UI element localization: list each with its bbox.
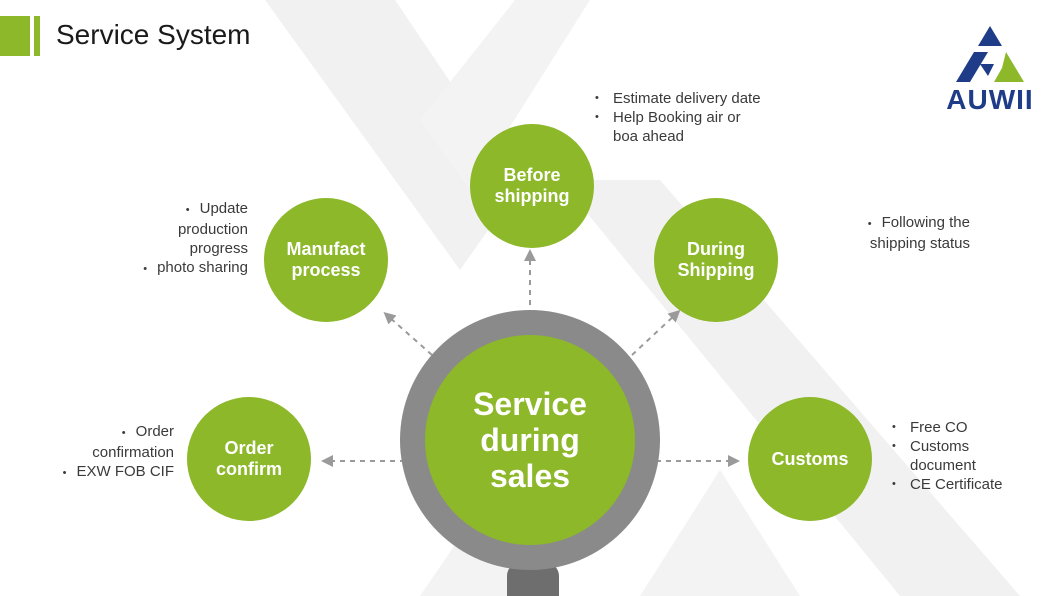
note-item: shipping status [869,235,970,252]
header-accent-bar [0,16,30,56]
note-item: Estimate delivery date [595,89,795,108]
note-item: •Update [185,200,248,217]
note-item: Free CO [892,418,1042,437]
note-item: •Following the [867,214,970,231]
node-before-shipping: Before shipping [470,124,594,248]
node-customs: Customs [748,397,872,521]
note-item: progress [189,240,248,257]
header-accent-stripe [34,16,40,56]
notes-during-shipping: •Following the shipping status [820,213,970,253]
note-item: •EXW FOB CIF [62,463,174,480]
logo-wordmark: AUWII [946,84,1034,115]
notes-order-confirm: •Order confirmation •EXW FOB CIF [60,422,174,483]
arrow-during-shipping [631,309,681,356]
note-item: CE Certificate [892,475,1042,494]
center-node: Service during sales [425,335,635,545]
auwii-triangle-logo-icon [956,26,1024,82]
notes-before-shipping: Estimate delivery date Help Booking air … [595,89,795,146]
node-during-shipping: During Shipping [654,198,778,322]
note-item: production [177,221,248,238]
note-item: confirmation [92,444,174,461]
note-item: •photo sharing [143,259,248,276]
arrow-manufact [383,312,433,356]
node-order-confirm: Order confirm [187,397,311,521]
note-item: •Order [121,423,174,440]
page-title: Service System [56,19,251,50]
notes-manufact: •Update production progress •photo shari… [120,199,248,279]
node-manufact-process: Manufact process [264,198,388,322]
